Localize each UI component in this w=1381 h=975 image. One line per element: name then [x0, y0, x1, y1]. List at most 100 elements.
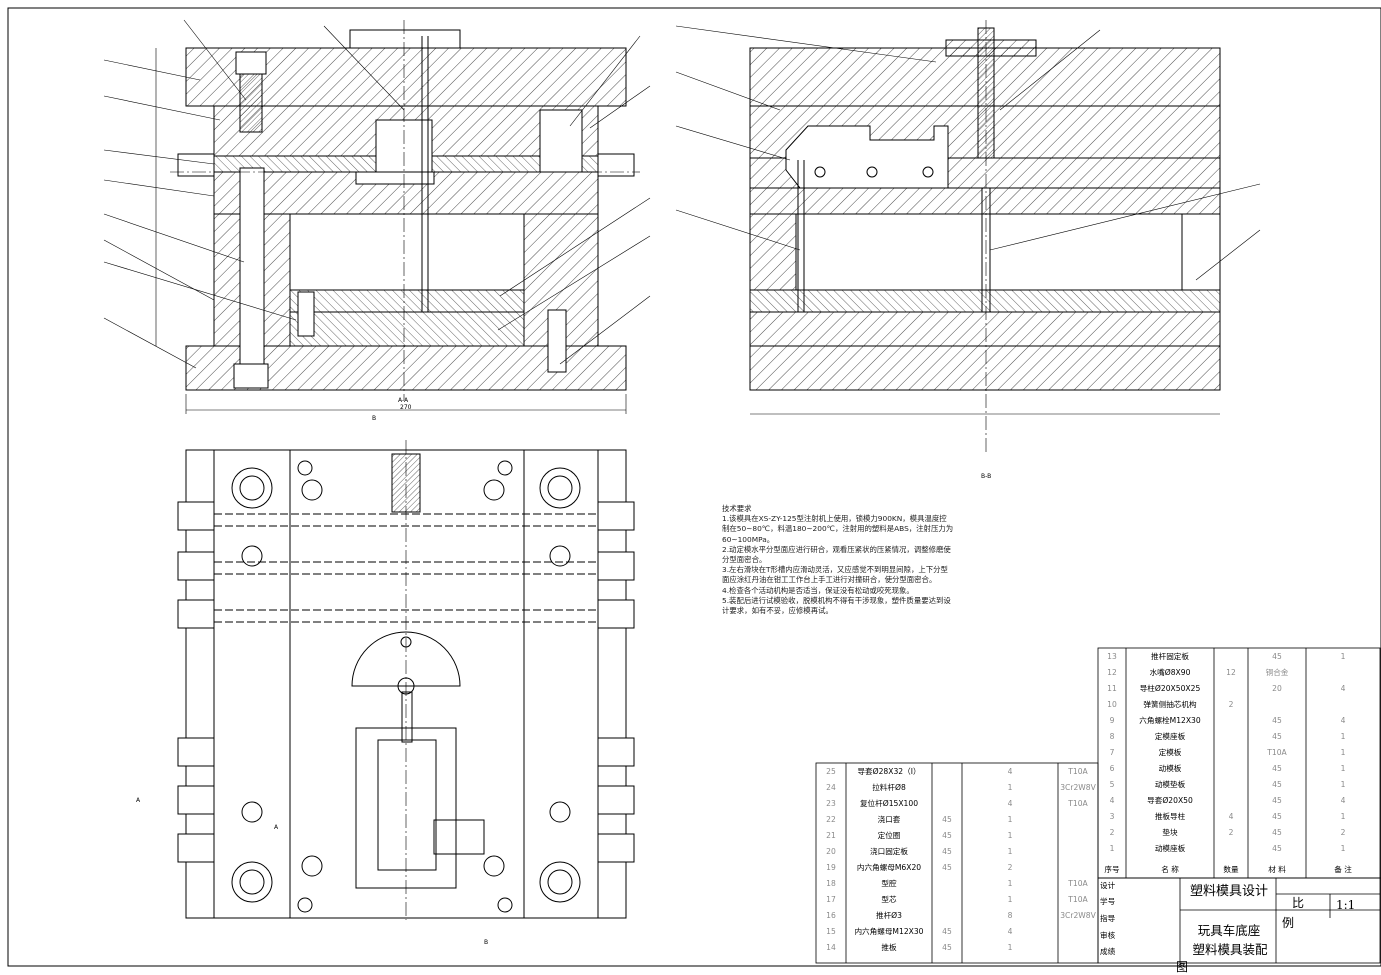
bom-cell-name: 内六角螺母M6X20 [856, 863, 922, 872]
bom-cell-no: 4 [1109, 796, 1115, 805]
bom-cell-name: 型芯 [881, 895, 897, 904]
bom-cell-name: 动模垫板 [1154, 780, 1186, 789]
tech-line: 2.动定模水平分型面应进行研合，观看压紧状的压紧情况，调整修磨使 [722, 544, 951, 554]
bom-cell-qty [1214, 841, 1248, 857]
bom-cell-name: 推板导柱 [1154, 812, 1186, 821]
bom-cell-no: 20 [826, 847, 836, 856]
bom-cell-count: 1 [1340, 780, 1346, 789]
bom-cell-c5 [1058, 844, 1098, 860]
bom-cell-no: 15 [826, 927, 836, 936]
bom-cell-name: 垫块 [1162, 828, 1178, 837]
bom-cell-c4: 1 [1007, 783, 1013, 792]
bom-cell-no: 14 [826, 943, 836, 952]
tech-line: 3.左右滑块在T形槽内应滑动灵活，又应感觉不到明显间隙，上下分型 [722, 565, 948, 575]
bom-upper-row: 8 定模座板 45 1 [1098, 729, 1380, 745]
side-section-label: B-B [981, 473, 991, 480]
sheet-border [7, 7, 1381, 967]
project-title: 塑料模具设计 [1189, 884, 1268, 899]
bom-cell-c3 [932, 876, 962, 892]
role-advisor: 指导 [1100, 914, 1116, 923]
bom-cell-count: 2 [1340, 828, 1346, 837]
bom-cell-name: 推板 [881, 943, 897, 952]
bom-cell-c4: 4 [1007, 927, 1013, 936]
bom-cell-material: 45 [1272, 732, 1282, 741]
bom-cell-count: 1 [1340, 732, 1346, 741]
tech-line: 60~100MPa。 [722, 534, 775, 544]
drawing-name-line3: 图 [1176, 960, 1189, 974]
bom-cell-c4: 1 [1007, 831, 1013, 840]
bom-cell-qty: 4 [1228, 812, 1234, 821]
bom-cell-no: 12 [1107, 668, 1117, 677]
bom-cell-name: 定模座板 [1154, 732, 1186, 741]
bom-cell-name: 内六角螺母M12X30 [854, 927, 924, 936]
bom-cell-count: 1 [1340, 844, 1346, 853]
header-name: 名 称 [1161, 865, 1179, 874]
bom-cell-name: 浇口固定板 [870, 847, 908, 856]
bom-cell-c5: T10A [1068, 799, 1088, 808]
role-student-id: 学号 [1100, 897, 1116, 906]
bom-cell-name: 型腔 [881, 879, 897, 888]
section-marker-a-left: A [136, 797, 141, 804]
tech-line: 制在50~80℃，料温180~200℃，注射用的塑料是ABS，注射压力为 [722, 524, 954, 534]
bom-cell-no: 16 [826, 911, 836, 920]
bom-cell-material: 铜合金 [1265, 668, 1289, 677]
bom-cell-qty: 2 [1228, 828, 1234, 837]
bom-cell-material: 45 [1272, 716, 1282, 725]
side-section-view [675, 20, 1261, 452]
bom-cell-c4: 1 [1007, 847, 1013, 856]
bom-cell-name: 定模板 [1158, 748, 1182, 757]
bom-cell-material: 45 [1272, 844, 1282, 853]
bom-cell-c5: 3Cr2W8V [1060, 911, 1096, 920]
tech-line: 5.装配后进行试模验收，脱模机构不得有干涉现象，塑件质量要达到设 [722, 595, 951, 605]
bom-cell-no: 25 [826, 767, 836, 776]
bom-cell-no: 24 [826, 783, 836, 792]
tech-requirements-heading: 技术要求 [722, 504, 752, 513]
bom-cell-qty: 12 [1226, 668, 1236, 677]
bom-cell-material: 45 [1272, 780, 1282, 789]
role-review: 审核 [1100, 931, 1116, 940]
bom-cell-qty [1214, 761, 1248, 777]
plan-view [177, 440, 635, 920]
bom-cell-material: 45 [1272, 812, 1282, 821]
bom-cell-no: 7 [1109, 748, 1115, 757]
header-material: 材 料 [1268, 865, 1286, 874]
bom-cell-material: 45 [1272, 796, 1282, 805]
bom-cell-c3: 45 [942, 927, 952, 936]
bom-cell-c5: T10A [1068, 767, 1088, 776]
bom-cell-c5: T10A [1068, 879, 1088, 888]
bom-cell-c3: 45 [942, 863, 952, 872]
drawing-name-line1: 玩具车底座 [1197, 923, 1261, 938]
bom-cell-qty [1214, 681, 1248, 697]
bom-cell-name: 弹簧侧抽芯机构 [1143, 700, 1197, 709]
bom-cell-qty [1214, 745, 1248, 761]
bom-cell-material: T10A [1267, 748, 1287, 757]
bom-cell-c3 [932, 764, 962, 780]
bom-cell-no: 1 [1109, 844, 1115, 853]
tech-line: 1.该模具在XS-ZY-125型注射机上使用，锁模力900KN，模具温度控 [722, 514, 947, 524]
role-grade: 成绩 [1100, 947, 1116, 956]
bom-cell-material: 45 [1272, 652, 1282, 661]
bom-cell-name: 导柱Ø20X50X25 [1139, 684, 1201, 693]
bom-cell-c5 [1058, 924, 1098, 940]
role-design: 设计 [1100, 881, 1116, 890]
bom-cell-no: 8 [1109, 732, 1115, 741]
bom-cell-c4: 1 [1007, 879, 1013, 888]
bom-cell-count: 1 [1340, 748, 1346, 757]
bom-cell-c3: 45 [942, 815, 952, 824]
bom-cell-no: 5 [1109, 780, 1115, 789]
bom-cell-c5 [1058, 860, 1098, 876]
bom-cell-c5 [1058, 828, 1098, 844]
bom-cell-c4: 1 [1007, 943, 1013, 952]
